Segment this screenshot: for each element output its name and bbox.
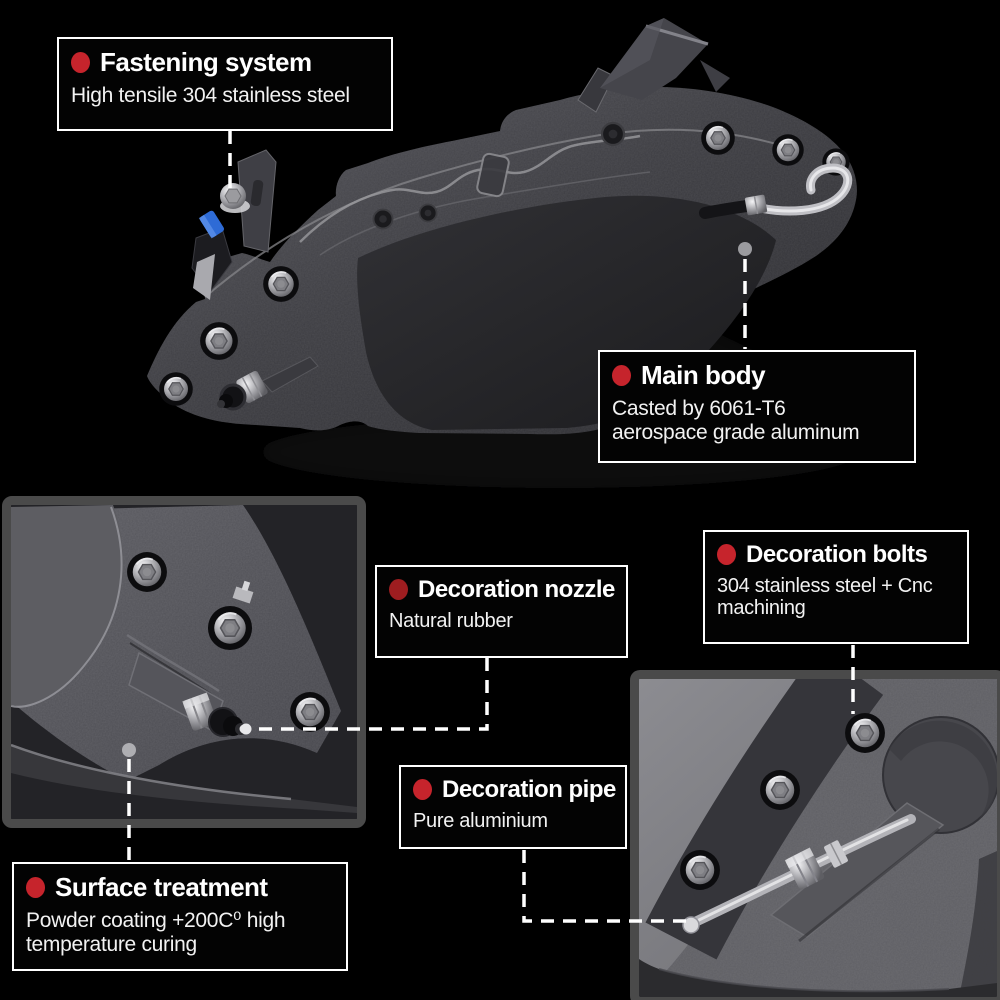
red-bullet-icon <box>717 544 736 566</box>
detail-photo-right-art <box>639 679 997 997</box>
callout-main-body: Main body Casted by 6061-T6 aerospace gr… <box>598 350 916 463</box>
callout-subtitle: Pure aluminium <box>413 809 548 832</box>
callout-subtitle: Powder coating +200C⁰ high <box>26 908 286 932</box>
callout-subtitle: aerospace grade aluminum <box>612 420 860 444</box>
callout-subtitle: 304 stainless steel + Cnc <box>717 574 933 597</box>
detail-photo-right <box>630 670 1000 1000</box>
red-bullet-icon <box>612 365 631 387</box>
callout-decoration-nozzle: Decoration nozzle Natural rubber <box>375 565 628 658</box>
bracket-clip-detail <box>232 580 254 604</box>
callout-decoration-pipe: Decoration pipe Pure aluminium <box>399 765 627 849</box>
callout-title: Main body <box>641 360 766 390</box>
red-bullet-icon <box>71 52 90 74</box>
callout-surface-treatment: Surface treatment Powder coating +200C⁰ … <box>12 862 348 971</box>
callout-title: Decoration bolts <box>746 541 928 568</box>
callout-subtitle: machining <box>717 597 806 620</box>
banjo-pipe <box>699 163 853 219</box>
callout-title: Decoration nozzle <box>418 576 615 603</box>
detail-photo-left <box>2 496 366 828</box>
red-bullet-icon <box>389 579 408 601</box>
red-bullet-icon <box>413 779 432 801</box>
callout-subtitle: temperature curing <box>26 932 197 956</box>
callout-fastening-system: Fastening system High tensile 304 stainl… <box>57 37 393 131</box>
fastening-bracket <box>191 149 277 300</box>
top-fins <box>577 18 730 113</box>
callout-title: Decoration pipe <box>442 776 616 803</box>
detail-photo-left-art <box>11 505 357 819</box>
blue-anodized-spacer <box>198 210 225 239</box>
red-bullet-icon <box>26 877 45 899</box>
bleeder-nozzle <box>217 356 319 411</box>
callout-subtitle: High tensile 304 stainless steel <box>71 83 350 107</box>
callout-subtitle: Natural rubber <box>389 609 513 632</box>
aluminium-pipe-detail <box>682 814 916 934</box>
callout-title: Surface treatment <box>55 872 268 902</box>
callout-decoration-bolts: Decoration bolts 304 stainless steel + C… <box>703 530 969 644</box>
callout-subtitle: Casted by 6061-T6 <box>612 396 786 420</box>
callout-title: Fastening system <box>100 47 312 77</box>
bracket-bolt <box>220 183 250 213</box>
caliper-cover <box>147 86 857 435</box>
